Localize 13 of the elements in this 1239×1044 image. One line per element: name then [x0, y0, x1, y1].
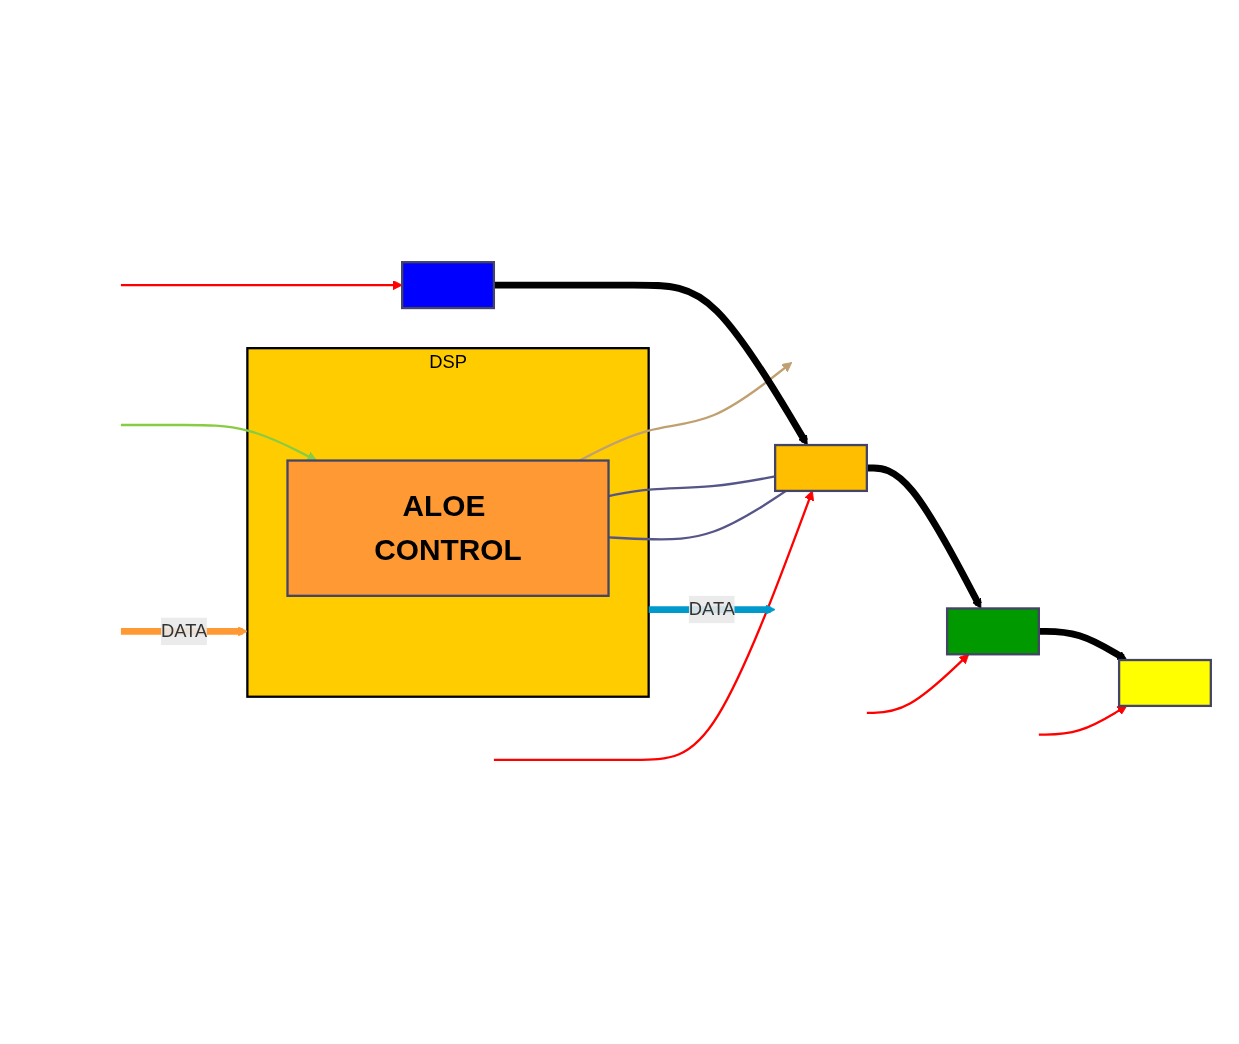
arrow — [1038, 627, 1127, 661]
edge-label: DATA — [160, 620, 207, 641]
arrow — [866, 464, 982, 609]
process-box — [1117, 658, 1212, 707]
arrow — [866, 653, 969, 714]
process-box — [945, 606, 1040, 655]
arrow — [1038, 705, 1127, 736]
arrow — [120, 423, 317, 461]
process-box — [400, 260, 495, 309]
process-box — [773, 443, 868, 492]
process-box: ALOE CONTROL — [285, 458, 610, 597]
edge-label: DATA — [688, 598, 735, 619]
arrow — [493, 490, 814, 761]
